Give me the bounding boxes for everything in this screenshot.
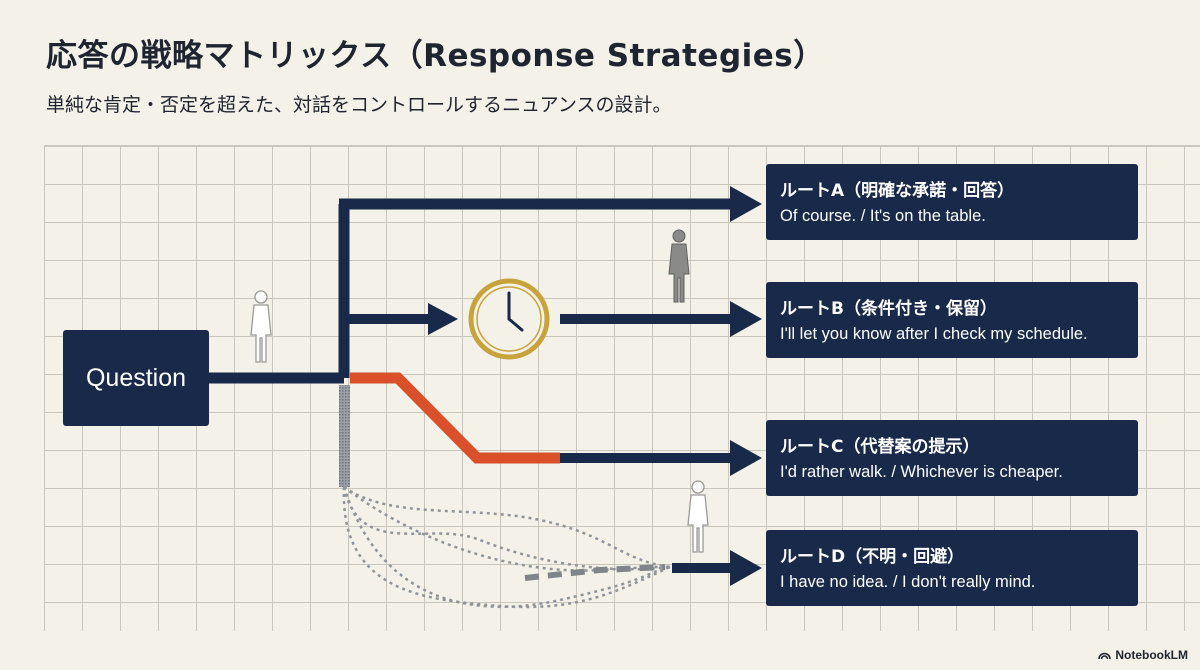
question-box: Question (63, 330, 209, 426)
route-a-sentence: Of course. / It's on the table. (780, 207, 986, 225)
route-a-box: ルートA（明確な承諾・回答） Of course. / It's on the … (766, 164, 1138, 240)
route-c-arrowhead (730, 440, 762, 476)
route-b-arrowhead-1 (428, 303, 458, 335)
route-b-title: ルートB（条件付き・保留） (780, 299, 997, 319)
route-d-title: ルートD（不明・回避） (780, 547, 965, 567)
route-d-box: ルートD（不明・回避） I have no idea. / I don't re… (766, 530, 1138, 606)
person-figure-icon (668, 229, 690, 303)
page-subtitle: 単純な肯定・否定を超えた、対話をコントロールするニュアンスの設計。 (46, 94, 672, 116)
notebooklm-brand: NotebookLM (1098, 648, 1188, 662)
route-c-orange-line (350, 372, 560, 464)
brand-label: NotebookLM (1115, 648, 1188, 662)
person-figure-icon (250, 290, 272, 363)
person-figure-icon (687, 480, 709, 553)
notebooklm-logo-icon (1098, 652, 1112, 660)
route-d-gray-stub (339, 385, 350, 487)
route-c-title: ルートC（代替案の提示） (780, 437, 980, 457)
clock-icon (468, 278, 550, 360)
route-b-sentence: I'll let you know after I check my sched… (780, 325, 1088, 343)
question-label: Question (85, 363, 187, 392)
route-d-dashed-line (524, 564, 666, 581)
route-c-sentence: I'd rather walk. / Whichever is cheaper. (780, 463, 1063, 481)
page-title: 応答の戦略マトリックス（Response Strategies） (46, 38, 825, 74)
route-b-arrowhead-2 (730, 301, 762, 337)
route-d-sentence: I have no idea. / I don't really mind. (780, 573, 1036, 591)
route-d-arrowhead (730, 550, 762, 586)
route-d-dotted-paths (342, 485, 671, 609)
route-c-box: ルートC（代替案の提示） I'd rather walk. / Whicheve… (766, 420, 1138, 496)
route-a-title: ルートA（明確な承諾・回答） (780, 181, 1015, 201)
route-a-arrowhead (730, 186, 762, 222)
route-b-box: ルートB（条件付き・保留） I'll let you know after I … (766, 282, 1138, 358)
